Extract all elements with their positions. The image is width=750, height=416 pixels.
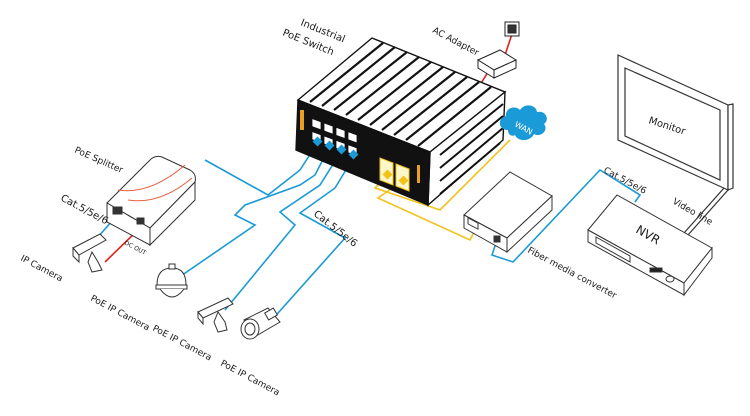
label-cat-nvr: Cat.5/5e/6 — [602, 166, 648, 197]
monitor-screen — [624, 67, 721, 181]
switch-fins — [309, 42, 492, 147]
poe-camera-bullet — [240, 307, 281, 340]
cable-switch-to-bullet — [269, 154, 356, 323]
ip-camera — [72, 233, 107, 273]
poe-splitter — [106, 155, 196, 247]
label-poe-ip-camera-3: PoE IP Camera — [219, 359, 281, 399]
splitter-lan-port — [112, 206, 123, 215]
rj45-port — [335, 126, 346, 140]
switch-brand-logo-2 — [417, 165, 420, 183]
label-poe-ip-camera-2: PoE IP Camera — [151, 324, 213, 364]
cable-switch-to-box — [224, 149, 343, 311]
label-poe-ip-camera-1: PoE IP Camera — [89, 294, 151, 334]
fiber-media-converter — [463, 171, 553, 254]
label-poe-splitter: PoE Splitter — [73, 146, 125, 176]
rj45-port — [323, 122, 334, 135]
converter-sfp-port — [467, 217, 479, 230]
nvr — [587, 194, 713, 297]
converter-rj45-port — [493, 235, 501, 243]
cloud-icon — [499, 105, 547, 141]
power-outlet-to-adapter — [504, 33, 513, 56]
label-fiber-converter: Fiber media converter — [526, 246, 619, 302]
label-cat-splitter: Cat.5/5e/6 — [59, 193, 110, 227]
rj45-plug — [348, 149, 359, 160]
sfp-plug — [398, 175, 409, 186]
rj45-port — [311, 118, 322, 131]
monitor-edge — [727, 103, 734, 191]
rj45-connectors — [312, 136, 359, 160]
wan-cloud — [499, 105, 547, 141]
rj45-plug — [312, 136, 323, 147]
switch-brand-logo — [300, 110, 304, 130]
rj45-port — [347, 131, 358, 144]
cable-switch-to-dome — [174, 145, 331, 281]
splitter-dc-port — [136, 217, 145, 225]
nvr-knob — [665, 275, 675, 283]
cable-converter-to-nvr — [490, 168, 642, 263]
rj45-plug — [324, 140, 335, 151]
label-cat-cameras: Cat.5/5e/6 — [311, 209, 359, 250]
ac-adapter — [476, 49, 518, 79]
switch-ports — [300, 110, 420, 192]
nvr-button — [649, 267, 663, 273]
poe-camera-box — [197, 297, 234, 333]
ethernet-cables — [97, 141, 642, 323]
splitter-side — [149, 180, 196, 247]
converter-side — [506, 194, 553, 254]
sfp-plug — [382, 169, 393, 180]
wall-outlet — [504, 21, 520, 37]
poe-camera-dome — [155, 263, 188, 298]
label-ip-camera: IP Camera — [19, 254, 65, 285]
monitor — [617, 54, 734, 191]
nvr-side — [683, 246, 713, 297]
switch-side-fins — [439, 103, 504, 195]
sfp-connectors — [382, 169, 409, 186]
nvr-drive-bay — [595, 236, 631, 263]
rj45-plug — [336, 144, 347, 155]
label-ac-adapter: AC Adapter — [431, 26, 481, 59]
